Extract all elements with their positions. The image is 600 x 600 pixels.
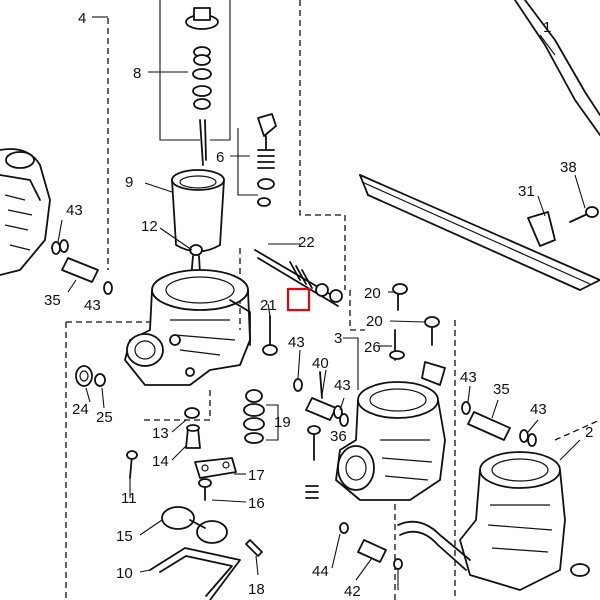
part-11-pin xyxy=(126,450,138,498)
callout-20-upper: 20 xyxy=(364,285,381,302)
parts-16-17 xyxy=(194,457,237,501)
callout-42: 42 xyxy=(344,583,361,600)
callout-40: 40 xyxy=(312,355,329,372)
callout-12: 12 xyxy=(141,218,158,235)
right-carburetor xyxy=(459,451,590,591)
callout-16: 16 xyxy=(248,495,265,512)
callout-10: 10 xyxy=(116,565,133,582)
callout-43-center-a: 43 xyxy=(288,334,305,351)
part-9-slide xyxy=(171,169,225,253)
callout-22: 22 xyxy=(298,234,315,251)
part-21-screw xyxy=(262,315,278,356)
callout-11: 11 xyxy=(121,490,137,507)
callout-4: 4 xyxy=(78,10,86,27)
parts-31-38-bracket xyxy=(359,174,600,291)
callout-8: 8 xyxy=(133,65,141,82)
callout-9: 9 xyxy=(125,174,133,191)
part-35-left-pipe xyxy=(51,239,113,295)
callout-43-right-b: 43 xyxy=(530,401,547,418)
left-carburetor-partial xyxy=(0,148,51,276)
parts-36-40-43-pipes xyxy=(293,371,349,499)
part-4-stack xyxy=(159,0,231,166)
callout-13: 13 xyxy=(152,425,169,442)
right-middle-carburetor xyxy=(335,381,446,501)
callout-43-right-a: 43 xyxy=(460,369,477,386)
part-22-shaft-springs xyxy=(254,249,343,307)
callout-35-left: 35 xyxy=(44,292,61,309)
callout-2: 2 xyxy=(585,424,593,441)
callout-35-right: 35 xyxy=(493,381,510,398)
part-35-right-pipe xyxy=(461,401,537,447)
callout-labels: 1 4 8 6 9 12 22 38 31 43 35 43 21 20 20 … xyxy=(44,10,593,600)
highlight-marker xyxy=(286,287,311,312)
part-10-float-bowl-gasket xyxy=(149,547,241,600)
part-18-pin xyxy=(245,539,263,557)
callout-21: 21 xyxy=(260,297,277,314)
leader-lines xyxy=(57,16,586,581)
callout-26: 26 xyxy=(364,339,381,356)
callout-18: 18 xyxy=(248,581,265,598)
callout-24: 24 xyxy=(72,401,89,418)
parts-20-26 xyxy=(389,283,446,386)
callout-38: 38 xyxy=(560,159,577,176)
callout-43-left-lower: 43 xyxy=(84,297,101,314)
callout-6: 6 xyxy=(216,149,224,166)
part-15-floats xyxy=(161,506,228,544)
frame-member xyxy=(514,0,600,136)
callout-44: 44 xyxy=(312,563,329,580)
part-19-float-valve xyxy=(243,389,279,444)
part-6-pilot-screw-set xyxy=(237,113,277,207)
callout-20-lower: 20 xyxy=(366,313,383,330)
callout-14: 14 xyxy=(152,453,169,470)
callout-17: 17 xyxy=(248,467,265,484)
callout-15: 15 xyxy=(116,528,133,545)
callout-19: 19 xyxy=(274,414,291,431)
callout-1: 1 xyxy=(543,19,551,36)
center-carburetor-body xyxy=(124,269,251,386)
callout-43-left-upper: 43 xyxy=(66,202,83,219)
parts-42-44-hose xyxy=(339,520,471,590)
callout-43-center-b: 43 xyxy=(334,377,351,394)
callout-31: 31 xyxy=(518,183,535,200)
callout-3: 3 xyxy=(334,330,342,347)
assembly-boundary-lines xyxy=(65,0,600,600)
parts-13-14 xyxy=(184,407,201,449)
callout-36: 36 xyxy=(330,428,347,445)
callout-25: 25 xyxy=(96,409,113,426)
parts-24-25 xyxy=(75,365,106,387)
